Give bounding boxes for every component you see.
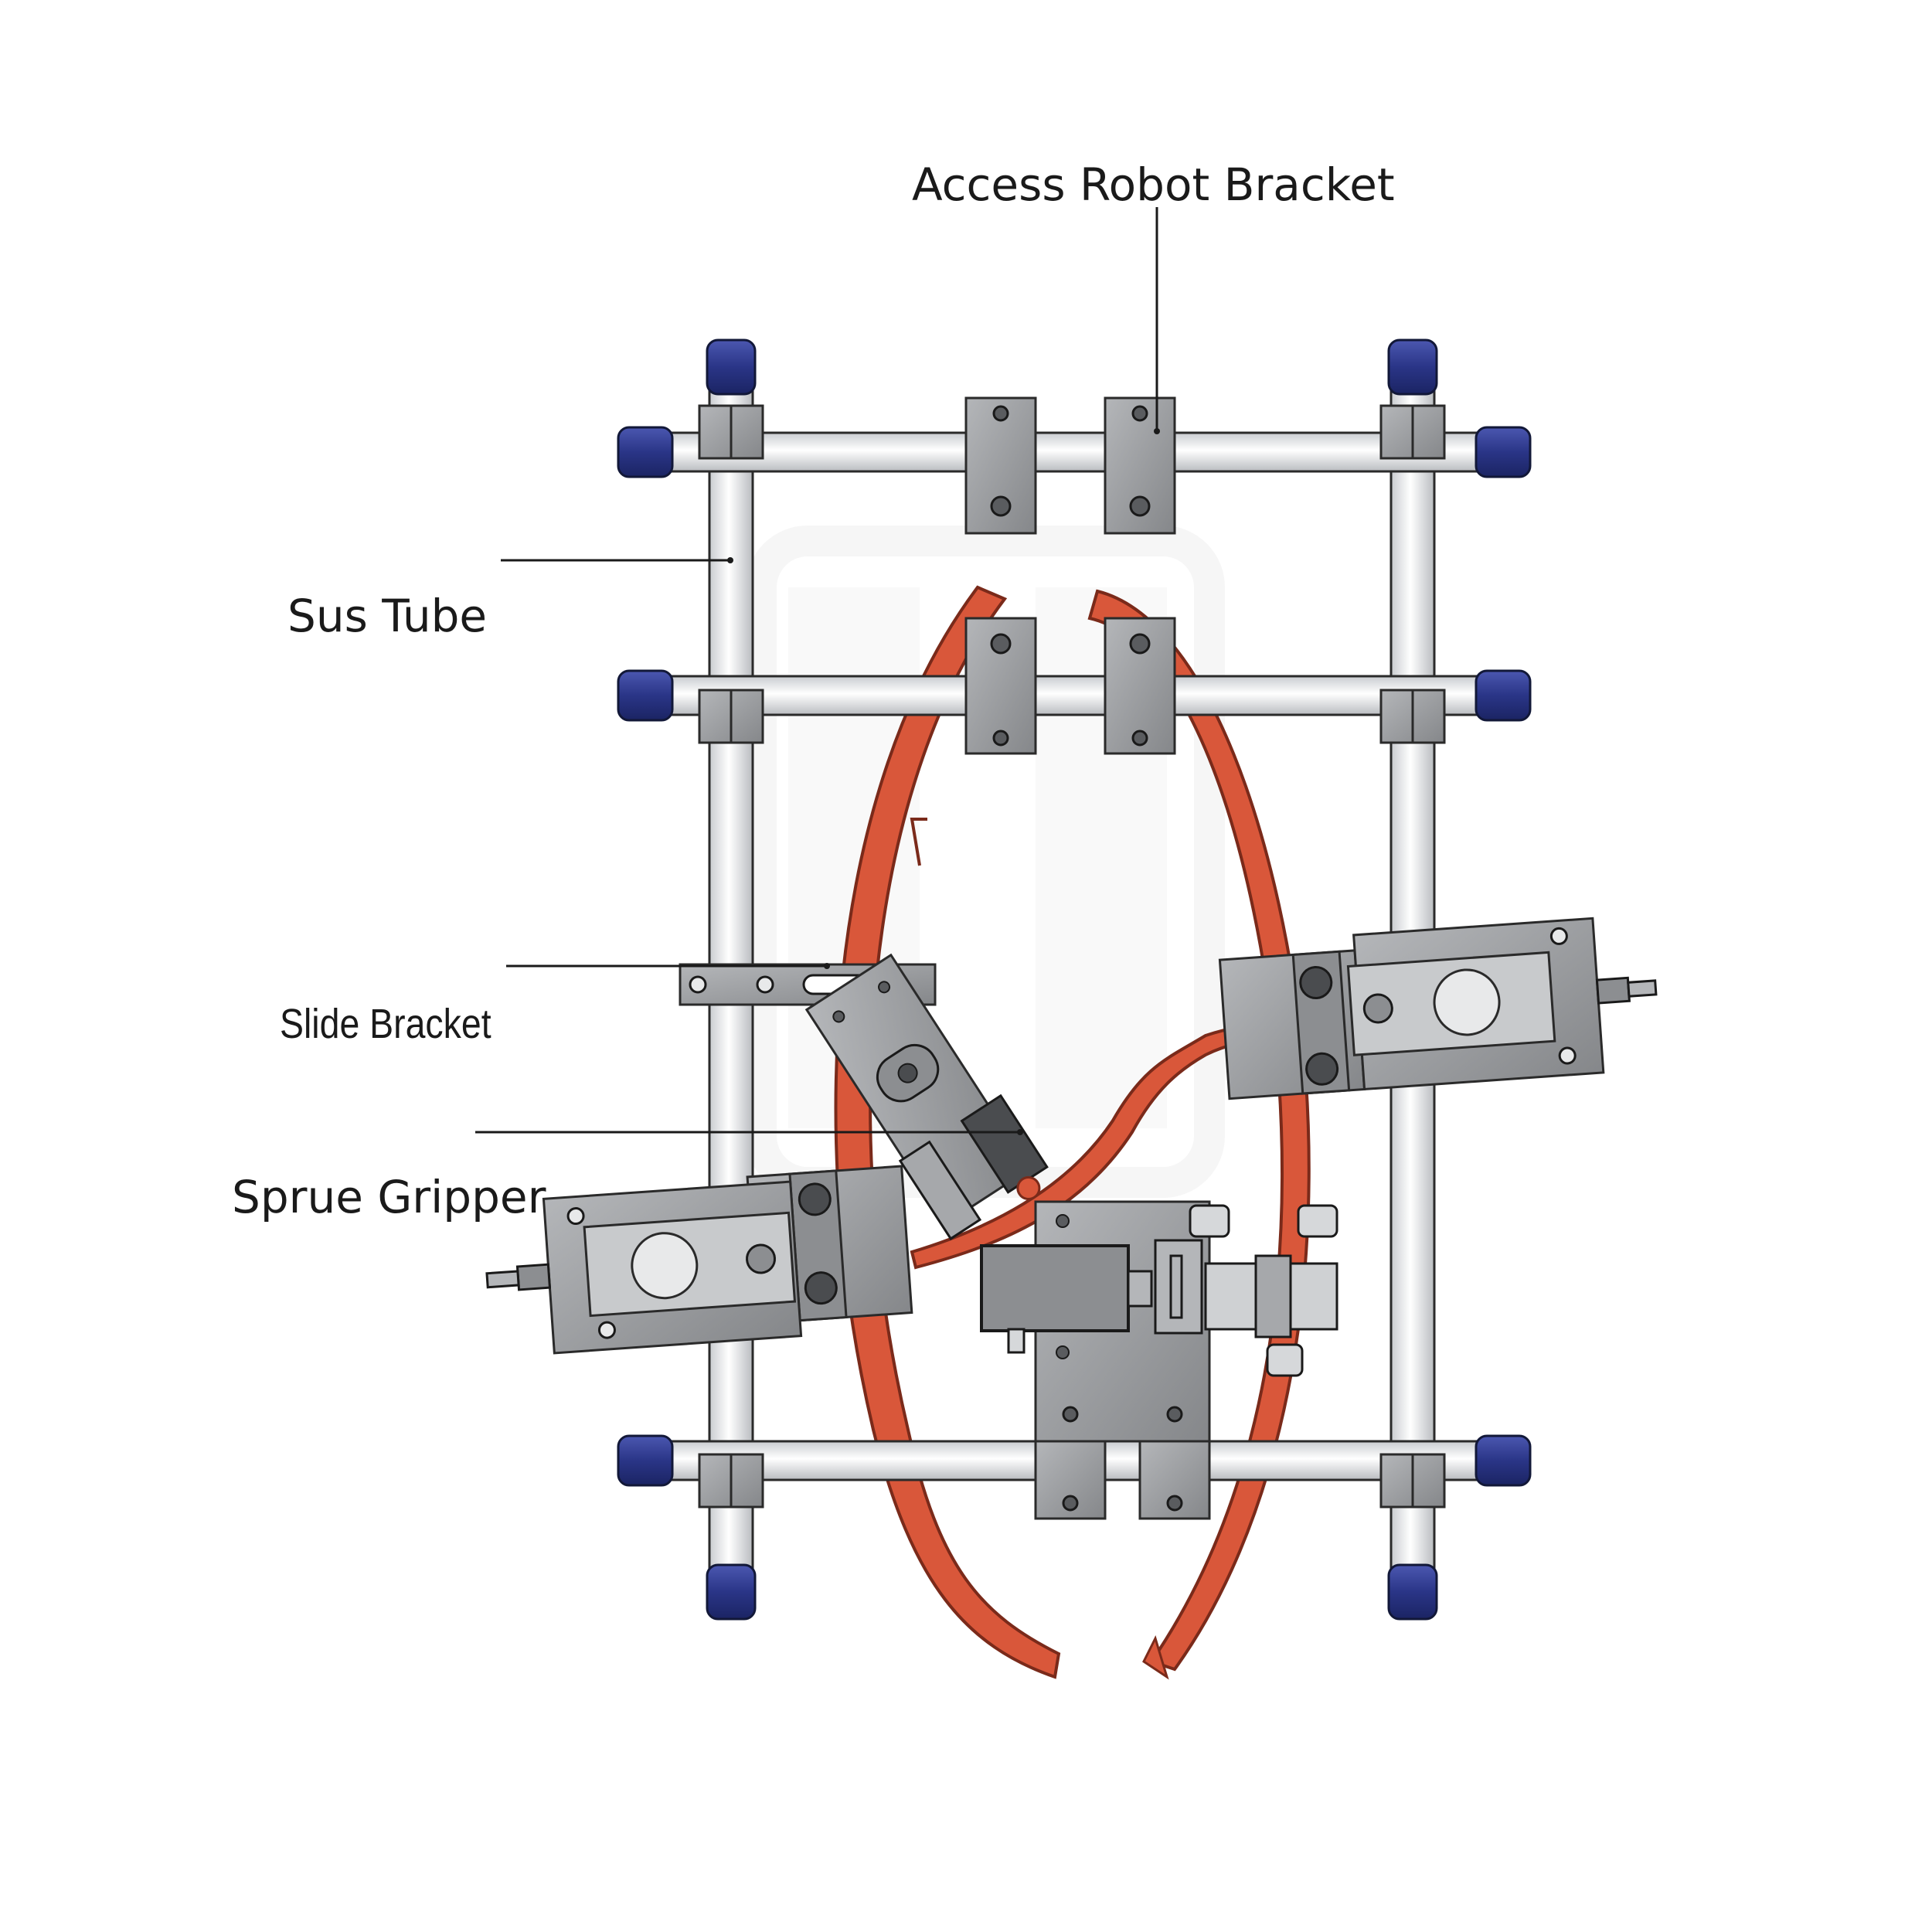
end-cap-icon [617,338,1532,1621]
leader-lines [475,207,1160,1135]
sus-tube-top [663,431,1485,473]
sprue-gripper [804,953,1049,1240]
label-sus-tube: Sus Tube [287,590,488,642]
gripper-arm-right [1087,589,1311,1680]
label-access-robot-bracket: Access Robot Bracket [912,158,1395,211]
pneumatic-cylinder [980,1239,1338,1338]
side-gripper-right [1218,917,1658,1100]
sus-tube-middle [663,675,1485,716]
side-gripper-left [485,1165,913,1355]
bolt-icon [990,405,1151,747]
label-slide-bracket: Slide Bracket [280,1001,492,1047]
label-sprue-gripper: Sprue Gripper [232,1171,546,1223]
pneumatic-fitting-icon [1007,1204,1338,1377]
